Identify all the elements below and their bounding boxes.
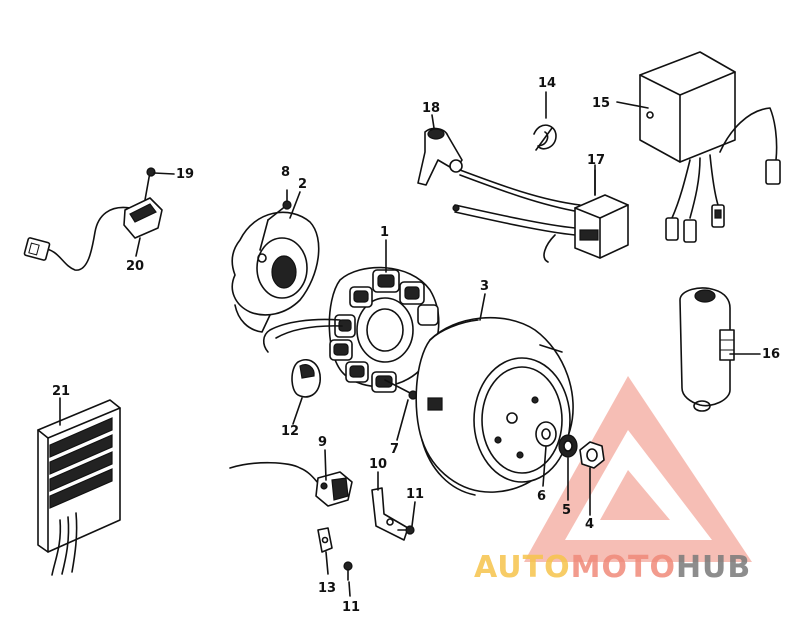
bracket-screw-part xyxy=(397,525,415,535)
label-part-5: 5 xyxy=(562,503,571,518)
leader-lines xyxy=(59,91,761,597)
flywheel-nut-part xyxy=(579,441,605,469)
bracket-part xyxy=(371,487,409,541)
lock-washer-part xyxy=(558,434,578,458)
label-part-3: 3 xyxy=(480,279,489,294)
stator-coil-part xyxy=(262,266,440,393)
spark-plug-cap-part xyxy=(417,127,581,213)
watermark-auto: AUTO xyxy=(474,550,571,585)
plate-screw-part xyxy=(343,561,353,581)
label-part-6: 6 xyxy=(537,489,546,504)
watermark-moto: MOTO xyxy=(571,550,676,585)
svg-text:AUTOMOTOHUB: AUTOMOTOHUB xyxy=(474,550,751,585)
label-part-8: 8 xyxy=(281,165,290,180)
flywheel-rotor-part xyxy=(415,316,574,496)
grommet-part xyxy=(291,358,321,398)
label-part-14: 14 xyxy=(538,76,556,91)
pulser-coil-part xyxy=(23,167,163,271)
label-part-9: 9 xyxy=(318,435,327,450)
label-part-11a: 11 xyxy=(406,487,424,502)
retainer-plate-part xyxy=(317,527,333,553)
label-part-7: 7 xyxy=(390,442,399,457)
watermark-logo xyxy=(524,376,752,562)
label-part-1: 1 xyxy=(380,225,389,240)
label-part-12: 12 xyxy=(281,424,299,439)
cdi-unit-part xyxy=(639,51,781,243)
stator-base-plate-part xyxy=(231,204,320,333)
wire-clip-part xyxy=(533,124,557,151)
watermark-hub: HUB xyxy=(676,550,751,585)
regulator-rectifier-part xyxy=(37,399,121,576)
label-part-19: 19 xyxy=(176,167,194,182)
label-part-4: 4 xyxy=(585,517,594,532)
label-part-11b: 11 xyxy=(342,600,360,615)
label-part-21: 21 xyxy=(52,384,70,399)
label-part-17: 17 xyxy=(587,153,605,168)
label-part-15: 15 xyxy=(592,96,610,111)
label-part-20: 20 xyxy=(126,259,144,274)
watermark-triangle-core xyxy=(600,470,670,520)
label-part-18: 18 xyxy=(422,101,440,116)
part-labels: 1 2 3 4 5 6 7 8 9 10 11 11 12 13 14 15 1… xyxy=(52,76,780,615)
label-part-13: 13 xyxy=(318,581,336,596)
stator-screw-part xyxy=(282,189,292,210)
ignition-coil-part xyxy=(452,169,629,263)
label-part-10: 10 xyxy=(369,457,387,472)
washer-part xyxy=(535,421,557,447)
pickup-coil-part xyxy=(229,461,353,507)
label-part-2: 2 xyxy=(298,177,307,192)
watermark-text: AUTOMOTOHUB xyxy=(474,550,751,585)
coil-cylinder-part xyxy=(679,287,735,412)
label-part-16: 16 xyxy=(762,347,780,362)
